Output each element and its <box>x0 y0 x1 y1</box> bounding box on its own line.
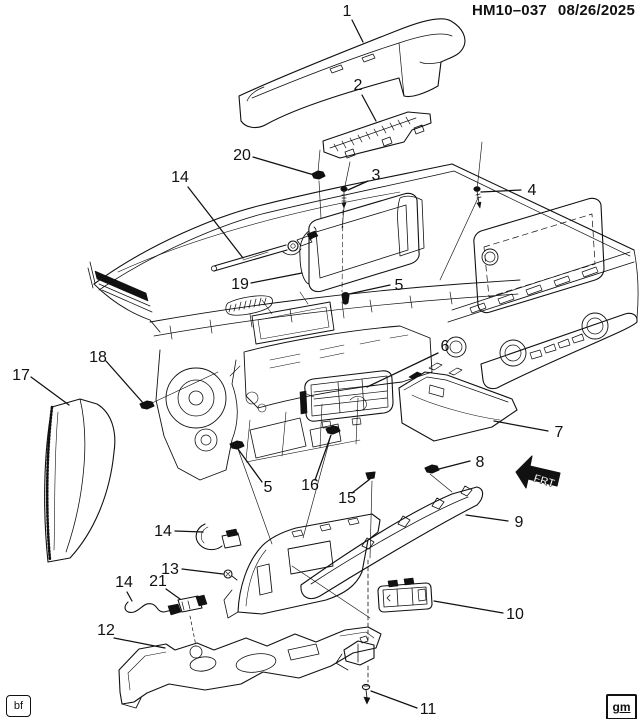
callout-leader-16 <box>314 434 332 481</box>
part-14-harness-mid <box>195 523 242 551</box>
callout-12: 12 <box>97 622 115 639</box>
callout-15: 15 <box>338 490 356 507</box>
callout-leader-6 <box>366 352 439 388</box>
callout-leader-19 <box>250 272 303 284</box>
frt-arrow-icon <box>515 455 561 489</box>
callout-3: 3 <box>372 167 381 184</box>
screw-3 <box>340 186 348 209</box>
callout-16: 16 <box>301 477 319 494</box>
screw-4 <box>473 186 482 209</box>
callout-leader-8 <box>434 460 471 471</box>
hvac-control-strip <box>445 312 638 390</box>
callout-2: 2 <box>354 77 363 94</box>
gm-logo-text: gm <box>612 700 631 714</box>
right-display-assembly <box>397 195 635 323</box>
gm-logo-box: gm <box>606 694 637 719</box>
drawing-header: HM10–037 08/26/2025 <box>472 2 635 19</box>
callout-leader-11 <box>370 690 418 709</box>
part-19-center-display <box>299 192 420 293</box>
callout-leader-1 <box>351 19 364 43</box>
callout-leader-14 <box>187 186 244 259</box>
callout-leader-14 <box>174 530 204 533</box>
callout-4: 4 <box>528 182 537 199</box>
switch-mounting-bracket <box>335 559 375 683</box>
callout-leader-21 <box>165 588 181 600</box>
screw-15 <box>365 471 376 480</box>
callout-leader-5 <box>348 284 391 295</box>
callout-5: 5 <box>395 277 404 294</box>
callout-7: 7 <box>555 424 564 441</box>
screw-5-upper <box>341 292 350 305</box>
callout-leader-17 <box>30 376 70 406</box>
callout-9: 9 <box>515 514 524 531</box>
part-12-insulator-panel <box>118 626 382 709</box>
callout-6: 6 <box>441 338 450 355</box>
screw-13 <box>223 569 238 581</box>
part-21-connector <box>177 594 208 647</box>
callout-leader-9 <box>465 514 509 522</box>
page-code-box: bf <box>6 695 31 717</box>
part-6-air-outlet <box>299 370 394 429</box>
callout-leader-10 <box>433 600 504 614</box>
callout-leader-2 <box>361 94 377 122</box>
callout-leader-15 <box>351 478 371 494</box>
callout-leader-13 <box>181 568 224 575</box>
callout-leader-3 <box>347 180 369 191</box>
callout-13: 13 <box>161 561 179 578</box>
part-2-retainer-bracket <box>322 111 432 159</box>
part-7-trim-panel <box>398 362 518 442</box>
callout-leader-12 <box>113 637 166 649</box>
callout-18: 18 <box>89 349 107 366</box>
construction-lines <box>151 141 483 619</box>
part-9-knee-bolster-trim <box>300 485 484 600</box>
callout-14: 14 <box>154 523 172 540</box>
callout-leader-4 <box>480 189 522 193</box>
callout-17: 17 <box>12 367 30 384</box>
page-code: bf <box>13 700 24 712</box>
callout-leader-5 <box>237 448 263 483</box>
callout-leader-14 <box>126 591 133 602</box>
lower-dash-panel <box>223 513 381 619</box>
callout-1: 1 <box>343 3 352 20</box>
screw-11 <box>361 683 371 705</box>
callout-14: 14 <box>115 574 133 591</box>
callout-leader-20 <box>252 156 315 176</box>
callout-20: 20 <box>233 147 251 164</box>
callout-11: 11 <box>420 701 437 718</box>
part-10-switch <box>377 577 433 613</box>
fasteners <box>139 170 482 705</box>
callout-21: 21 <box>149 573 167 590</box>
callout-leader-7 <box>493 420 549 432</box>
frt-direction-indicator: FRT <box>515 455 561 490</box>
part-1-top-cover <box>238 18 466 129</box>
callout-19: 19 <box>231 276 249 293</box>
drawing-number: HM10–037 <box>471 2 547 19</box>
part-14-harness-lower <box>124 601 182 616</box>
part-14-antenna-cable <box>210 226 319 272</box>
callout-8: 8 <box>476 454 485 471</box>
clip-5-lower <box>229 440 245 450</box>
callout-10: 10 <box>506 606 524 623</box>
callout-leader-18 <box>105 360 145 405</box>
callout-5: 5 <box>264 479 273 496</box>
part-17-end-panel <box>44 398 116 563</box>
callout-14: 14 <box>171 169 189 186</box>
clip-16 <box>325 425 341 435</box>
drawing-date: 08/26/2025 <box>557 2 635 19</box>
instrument-panel-carrier <box>87 163 639 481</box>
clip-8 <box>424 464 440 474</box>
